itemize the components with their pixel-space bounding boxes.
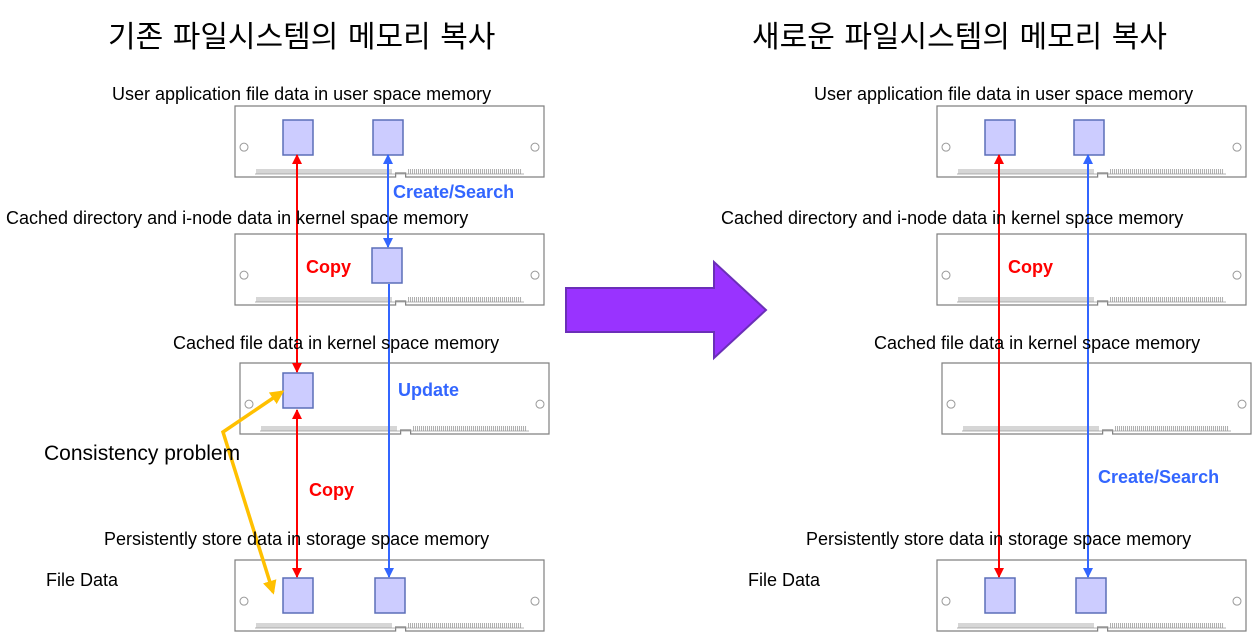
right-user-data-block-1 xyxy=(984,119,1016,156)
left-copy-top-tag: Copy xyxy=(306,257,351,277)
left-storage-block-2 xyxy=(374,577,406,614)
right-dir-memory-module xyxy=(936,233,1247,306)
right-arrow-icon xyxy=(565,259,768,361)
right-file-data-label: File Data xyxy=(748,570,821,590)
left-user-data-block-1 xyxy=(282,119,314,156)
left-dir-memory-label: Cached directory and i-node data in kern… xyxy=(6,208,469,228)
left-inode-data-block xyxy=(371,247,403,284)
right-user-memory-label: User application file data in user space… xyxy=(814,84,1194,104)
left-file-cache-block xyxy=(282,372,314,409)
left-update-tag: Update xyxy=(398,380,460,400)
right-storage-block-1 xyxy=(984,577,1016,614)
consistency-problem-label: Consistency problem xyxy=(44,442,241,465)
left-heading: 기존 파일시스템의 메모리 복사 xyxy=(108,20,496,55)
right-file-memory-label: Cached file data in kernel space memory xyxy=(874,333,1201,353)
consistency-problem-arrow xyxy=(220,390,285,595)
left-create-search-tag: Create/Search xyxy=(393,182,515,202)
right-storage-block-2 xyxy=(1075,577,1107,614)
left-copy-bottom-tag: Copy xyxy=(309,480,354,500)
right-dir-memory-label: Cached directory and i-node data in kern… xyxy=(721,208,1184,228)
right-heading: 새로운 파일시스템의 메모리 복사 xyxy=(752,20,1168,55)
right-storage-memory-label: Persistently store data in storage space… xyxy=(806,529,1192,549)
right-file-memory-module xyxy=(941,362,1252,435)
left-file-memory-label: Cached file data in kernel space memory xyxy=(173,333,500,353)
left-file-data-label: File Data xyxy=(46,570,119,590)
right-user-data-block-2 xyxy=(1073,119,1105,156)
left-user-data-block-2 xyxy=(372,119,404,156)
left-storage-block-1 xyxy=(282,577,314,614)
left-user-memory-label: User application file data in user space… xyxy=(112,84,492,104)
left-file-memory-module xyxy=(239,362,550,435)
left-storage-memory-label: Persistently store data in storage space… xyxy=(104,529,490,549)
right-copy-tag: Copy xyxy=(1008,257,1053,277)
right-create-search-tag: Create/Search xyxy=(1098,467,1220,487)
